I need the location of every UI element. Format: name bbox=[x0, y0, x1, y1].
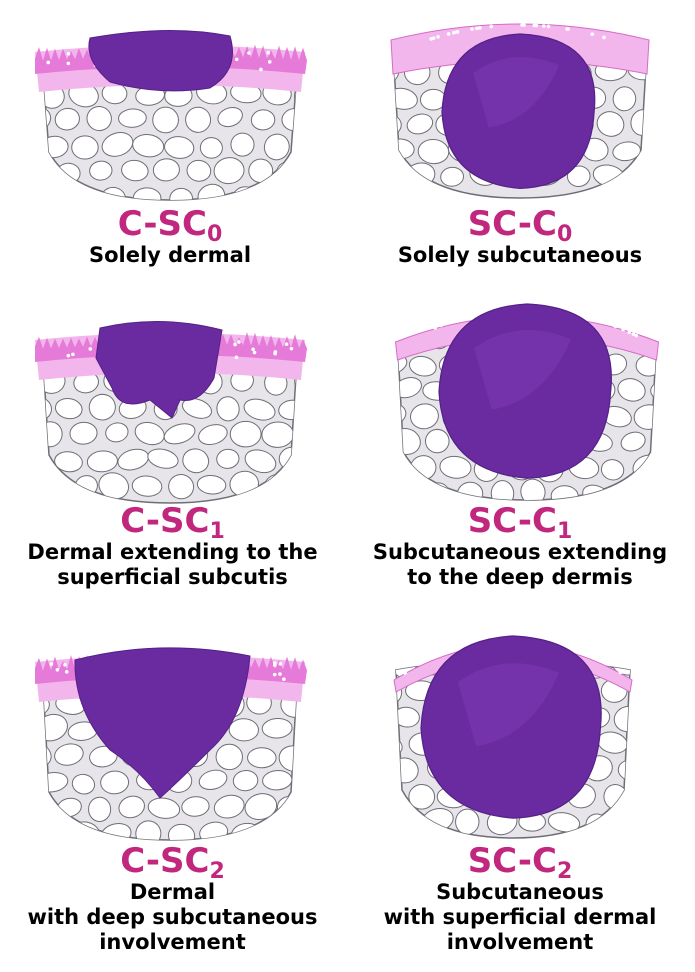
subcutaneous-tumor-illustration bbox=[345, 630, 695, 840]
panel-c-sc0: C-SC0 Solely dermal bbox=[0, 0, 340, 290]
description-line: with superficial dermal bbox=[345, 905, 695, 930]
caption: SC-C2 Subcutaneous with superficial derm… bbox=[345, 842, 695, 955]
dermal-tumor-illustration bbox=[0, 300, 345, 505]
description-line: Solely dermal bbox=[0, 243, 340, 268]
panel-sc-c2: SC-C2 Subcutaneous with superficial derm… bbox=[345, 630, 695, 972]
subcutaneous-tumor-illustration bbox=[345, 0, 695, 200]
description-line: Solely subcutaneous bbox=[345, 243, 695, 268]
description-line: Subcutaneous extending bbox=[345, 540, 695, 565]
classification-code: C-SC2 bbox=[0, 842, 345, 880]
panel-c-sc2: C-SC2 Dermal with deep subcutaneous invo… bbox=[0, 630, 345, 972]
description-line: to the deep dermis bbox=[345, 565, 695, 590]
classification-code: SC-C1 bbox=[345, 502, 695, 540]
description-line: Dermal bbox=[0, 880, 345, 905]
description-line: superficial subcutis bbox=[0, 565, 345, 590]
caption: SC-C1 Subcutaneous extending to the deep… bbox=[345, 502, 695, 590]
classification-code: SC-C2 bbox=[345, 842, 695, 880]
subcutaneous-tumor-illustration bbox=[345, 300, 695, 505]
dermal-tumor-illustration bbox=[0, 0, 340, 200]
caption: C-SC0 Solely dermal bbox=[0, 205, 340, 268]
description-line: involvement bbox=[345, 930, 695, 955]
classification-code: C-SC0 bbox=[0, 205, 340, 243]
tumor bbox=[89, 30, 233, 90]
panel-c-sc1: C-SC1 Dermal extending to the superficia… bbox=[0, 300, 345, 600]
description-line: Dermal extending to the bbox=[0, 540, 345, 565]
caption: C-SC2 Dermal with deep subcutaneous invo… bbox=[0, 842, 345, 955]
description-line: with deep subcutaneous bbox=[0, 905, 345, 930]
classification-code: SC-C0 bbox=[345, 205, 695, 243]
dermal-tumor-illustration bbox=[0, 630, 345, 840]
panel-sc-c0: SC-C0 Solely subcutaneous bbox=[345, 0, 695, 290]
classification-code: C-SC1 bbox=[0, 502, 345, 540]
description-line: Subcutaneous bbox=[345, 880, 695, 905]
caption: SC-C0 Solely subcutaneous bbox=[345, 205, 695, 268]
description-line: involvement bbox=[0, 930, 345, 955]
caption: C-SC1 Dermal extending to the superficia… bbox=[0, 502, 345, 590]
panel-sc-c1: SC-C1 Subcutaneous extending to the deep… bbox=[345, 300, 695, 600]
